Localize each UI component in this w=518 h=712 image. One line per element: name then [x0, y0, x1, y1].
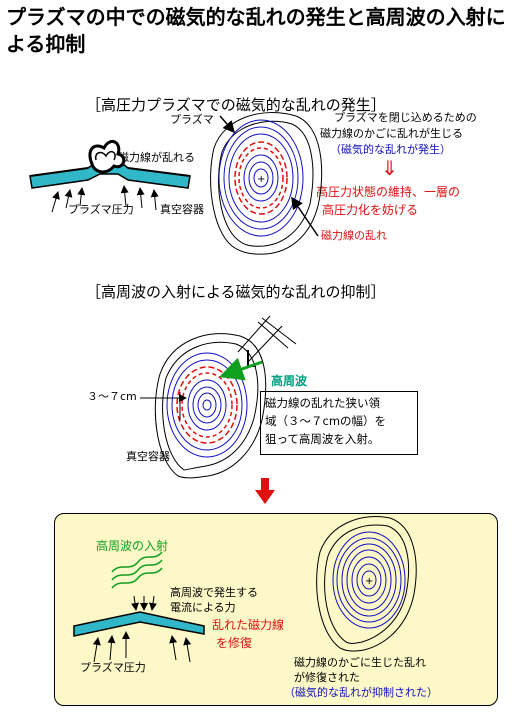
label-pressure-2: プラズマ圧力 [80, 661, 146, 674]
label-vessel-1: 真空容器 [160, 203, 204, 216]
note-line3: （磁気的な乱れが発生） [330, 143, 451, 156]
label-field-disturbed: 磁力線が乱れる [118, 151, 195, 164]
repaired-strip-illustration [73, 551, 205, 663]
label-plasma: プラズマ [170, 113, 214, 126]
label-vessel-2: 真空容器 [126, 450, 170, 463]
callout-line1: 磁力線の乱れた狭い領 [265, 396, 380, 410]
result-line1: 磁力線のかごに生じた乱れ [294, 656, 426, 669]
big-red-arrow [255, 478, 275, 504]
label-repair-line2: を修復 [216, 636, 253, 650]
callout-box: 磁力線の乱れた狭い領 域（３～７cmの幅）を 狙って高周波を入射。 [260, 391, 418, 455]
effect-line1: 高圧力状態の維持、一層の [316, 185, 461, 199]
label-field-disorder: 磁力線の乱れ [321, 229, 387, 242]
down-arrow-symbol: ⇓ [381, 156, 398, 180]
section1-heading: ［高圧力プラズマでの磁気的な乱れの発生］ [86, 96, 386, 114]
torus-cross-section-1: + [210, 112, 323, 255]
torus-cross-section-3: + [316, 516, 417, 652]
note-line1: プラズマを閉じ込めるための [334, 111, 477, 124]
label-force-line1: 高周波で発生する [170, 586, 258, 599]
label-width: ３～７cm [87, 390, 137, 403]
result-panel [54, 513, 498, 706]
section2-heading: ［高周波の入射による磁気的な乱れの抑制］ [86, 283, 386, 301]
svg-text:+: + [257, 174, 265, 185]
result-line2: が修復された [294, 671, 360, 684]
result-line3: （磁気的な乱れが抑制された） [284, 686, 438, 699]
label-force-line2: 電流による力 [170, 601, 236, 614]
callout-line2: 域（３～７cmの幅）を [265, 414, 387, 428]
svg-text:+: + [365, 576, 373, 587]
disturbed-strip-illustration [29, 139, 191, 213]
label-rf: 高周波 [271, 374, 308, 388]
label-repair-line1: 乱れた磁力線 [212, 618, 285, 632]
label-pressure-1: プラズマ圧力 [68, 203, 134, 216]
note-line2: 磁力線のかごに乱れが生じる [320, 127, 463, 140]
callout-line3: 狙って高周波を入射。 [265, 432, 380, 446]
torus-cross-section-2 [140, 315, 297, 479]
page-title: プラズマの中での磁気的な乱れの発生と高周波の入射による抑制 [6, 5, 506, 56]
effect-line2: 高圧力化を妨げる [322, 203, 419, 217]
label-rf-injection: 高周波の入射 [96, 539, 169, 553]
